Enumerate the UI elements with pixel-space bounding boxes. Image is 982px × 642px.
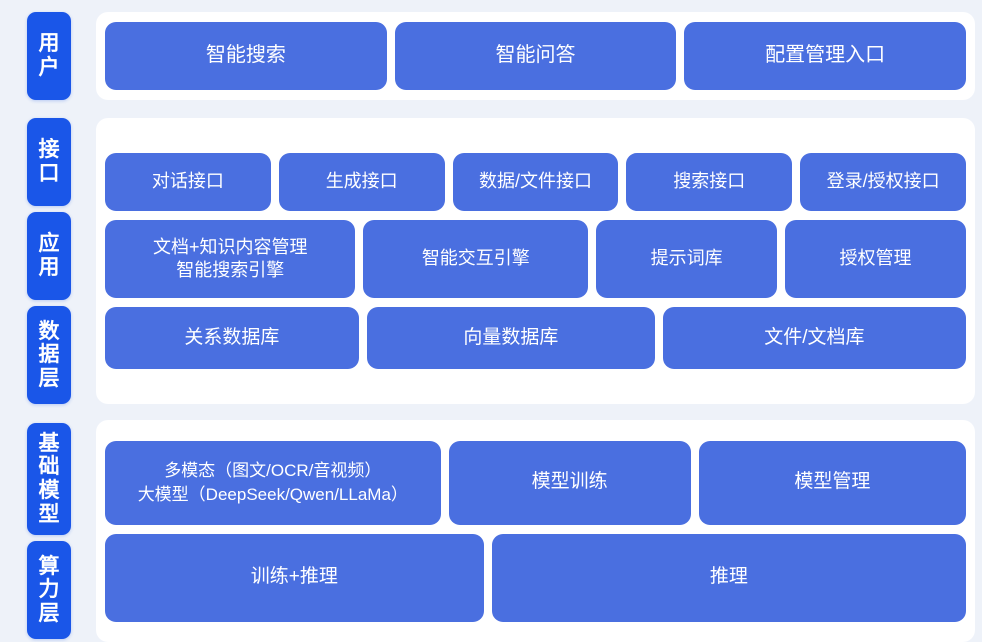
box-doc-knowledge-management[interactable]: 文档+知识内容管理 智能搜索引擎: [105, 220, 356, 298]
data-row: 关系数据库 向量数据库 文件/文档库: [105, 307, 966, 369]
box-vector-database[interactable]: 向量数据库: [366, 307, 655, 369]
box-training-inference[interactable]: 训练+推理: [105, 533, 484, 622]
foundation-model-row: 多模态（图文/OCR/音视频） 大模型（DeepSeek/Qwen/LLaMa）…: [105, 440, 967, 525]
box-data-file-interface[interactable]: 数据/文件接口: [452, 153, 619, 211]
layer-tab-compute-layer-char-0: 算: [38, 554, 60, 578]
platform-panel: 对话接口 生成接口 数据/文件接口 搜索接口 登录/授权接口 文档+知识内容管理…: [96, 118, 975, 404]
box-multimodal-large-model[interactable]: 多模态（图文/OCR/音视频） 大模型（DeepSeek/Qwen/LLaMa）: [105, 440, 441, 525]
layer-tab-foundation-model[interactable]: 基 础 模 型: [27, 423, 71, 535]
layer-tab-data-layer[interactable]: 数 据 层: [27, 306, 71, 404]
layer-tab-interface[interactable]: 接 口: [27, 118, 71, 206]
layer-tab-user-char-1: 户: [38, 56, 60, 79]
box-model-management[interactable]: 模型管理: [698, 440, 967, 525]
layer-tab-interface-char-0: 接: [38, 138, 60, 162]
box-login-auth-interface[interactable]: 登录/授权接口: [800, 153, 966, 211]
user-panel: 智能搜索 智能问答 配置管理入口: [96, 12, 975, 100]
user-row: 智能搜索 智能问答 配置管理入口: [105, 22, 967, 90]
layer-tab-compute-layer-char-2: 层: [38, 601, 60, 625]
layer-tab-compute-layer[interactable]: 算 力 层: [27, 541, 71, 639]
infrastructure-section: 基 础 模 型 算 力 层 多模态（图文/OCR/音视频） 大模型（DeepSe…: [0, 420, 982, 642]
application-row: 文档+知识内容管理 智能搜索引擎 智能交互引擎 提示词库 授权管理: [105, 220, 967, 298]
layer-tab-user-char-0: 用: [38, 32, 60, 56]
box-smart-interaction-engine[interactable]: 智能交互引擎: [363, 220, 589, 298]
user-tab-column: 用 户: [0, 12, 80, 100]
box-dialog-interface[interactable]: 对话接口: [105, 153, 271, 211]
layer-tab-interface-char-1: 口: [38, 162, 60, 185]
box-generation-interface[interactable]: 生成接口: [278, 153, 445, 211]
layer-tab-application[interactable]: 应 用: [27, 212, 71, 300]
box-prompt-library[interactable]: 提示词库: [596, 220, 778, 298]
layer-tab-foundation-model-char-3: 型: [38, 502, 60, 526]
infrastructure-panel: 多模态（图文/OCR/音视频） 大模型（DeepSeek/Qwen/LLaMa）…: [96, 420, 975, 642]
layer-tab-data-layer-char-2: 层: [38, 366, 60, 390]
platform-tab-column: 接 口 应 用 数 据 层: [0, 118, 80, 404]
box-file-document-store[interactable]: 文件/文档库: [662, 307, 966, 369]
layer-tab-application-char-1: 用: [38, 256, 60, 279]
layer-tab-application-char-0: 应: [38, 232, 60, 256]
layer-tab-foundation-model-char-1: 础: [38, 455, 60, 479]
box-smart-qa[interactable]: 智能问答: [394, 22, 677, 90]
infrastructure-tab-column: 基 础 模 型 算 力 层: [0, 420, 80, 642]
box-inference[interactable]: 推理: [491, 533, 966, 622]
interface-row: 对话接口 生成接口 数据/文件接口 搜索接口 登录/授权接口: [105, 153, 966, 211]
box-search-interface[interactable]: 搜索接口: [626, 153, 793, 211]
layer-tab-foundation-model-char-0: 基: [38, 431, 60, 455]
layer-tab-user[interactable]: 用 户: [27, 12, 71, 100]
user-section: 用 户 智能搜索 智能问答 配置管理入口: [0, 0, 982, 100]
layer-tab-compute-layer-char-1: 力: [38, 578, 60, 602]
platform-section: 接 口 应 用 数 据 层 对话接口 生成接口 数据/文件接口 搜索接口 登录/…: [0, 118, 982, 404]
layer-tab-foundation-model-char-2: 模: [38, 479, 60, 502]
box-relational-database[interactable]: 关系数据库: [105, 307, 359, 369]
layer-tab-data-layer-char-0: 数: [38, 319, 60, 343]
box-config-management-entry[interactable]: 配置管理入口: [684, 22, 967, 90]
box-smart-search[interactable]: 智能搜索: [105, 22, 387, 90]
box-model-training[interactable]: 模型训练: [448, 440, 691, 525]
layer-tab-data-layer-char-1: 据: [38, 343, 60, 367]
box-authorization-management[interactable]: 授权管理: [785, 220, 967, 298]
compute-row: 训练+推理 推理: [105, 533, 966, 622]
